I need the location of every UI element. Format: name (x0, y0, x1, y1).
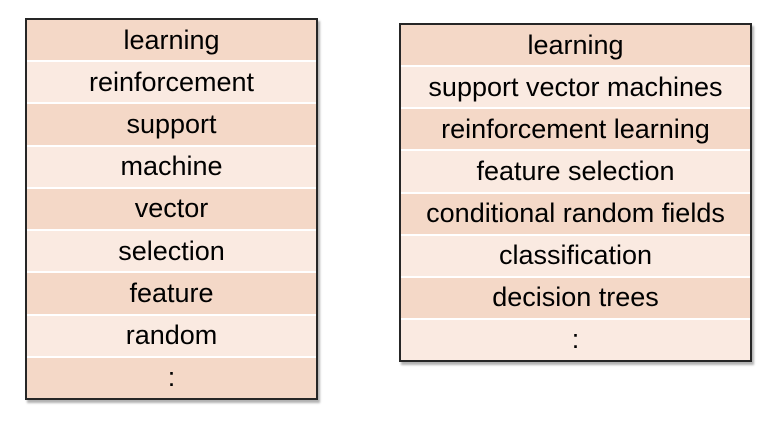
row-label: reinforcement learning (441, 113, 710, 144)
row-label: machine (120, 151, 223, 182)
row-label: : (571, 324, 580, 355)
table-row: feature (27, 273, 316, 316)
row-label: reinforcement (88, 66, 255, 97)
row-label: selection (118, 235, 225, 266)
table-row: random (27, 315, 316, 358)
table-row: reinforcement (27, 62, 316, 105)
row-label: : (167, 362, 176, 393)
table-row: reinforcement learning (401, 109, 750, 152)
table-row: learning (401, 25, 750, 68)
table-row: learning (27, 20, 316, 63)
table-row: feature selection (401, 151, 750, 194)
row-label: feature (129, 277, 214, 308)
row-label: conditional random fields (426, 198, 725, 229)
table-row: classification (401, 235, 750, 278)
table-row: decision trees (401, 277, 750, 320)
table-row: selection (27, 231, 316, 274)
row-label: classification (498, 240, 653, 271)
table-row: : (27, 357, 316, 398)
table-row: : (401, 319, 750, 360)
table-row: support (27, 104, 316, 147)
table-row: conditional random fields (401, 193, 750, 236)
row-label: learning (527, 29, 624, 60)
unigram-word-table: learning reinforcement support machine vecto… (25, 18, 318, 400)
row-label: learning (123, 24, 220, 55)
table-row: support vector machines (401, 67, 750, 110)
row-label: vector (134, 193, 209, 224)
row-label: feature selection (476, 155, 675, 186)
row-label: decision trees (492, 282, 659, 313)
table-row: vector (27, 188, 316, 232)
table-row: machine (27, 146, 316, 189)
row-label: random (125, 320, 218, 351)
row-label: support vector machines (428, 71, 723, 102)
phrase-word-table: learning support vector machines reinforce… (399, 23, 752, 362)
row-label: support (126, 109, 217, 140)
